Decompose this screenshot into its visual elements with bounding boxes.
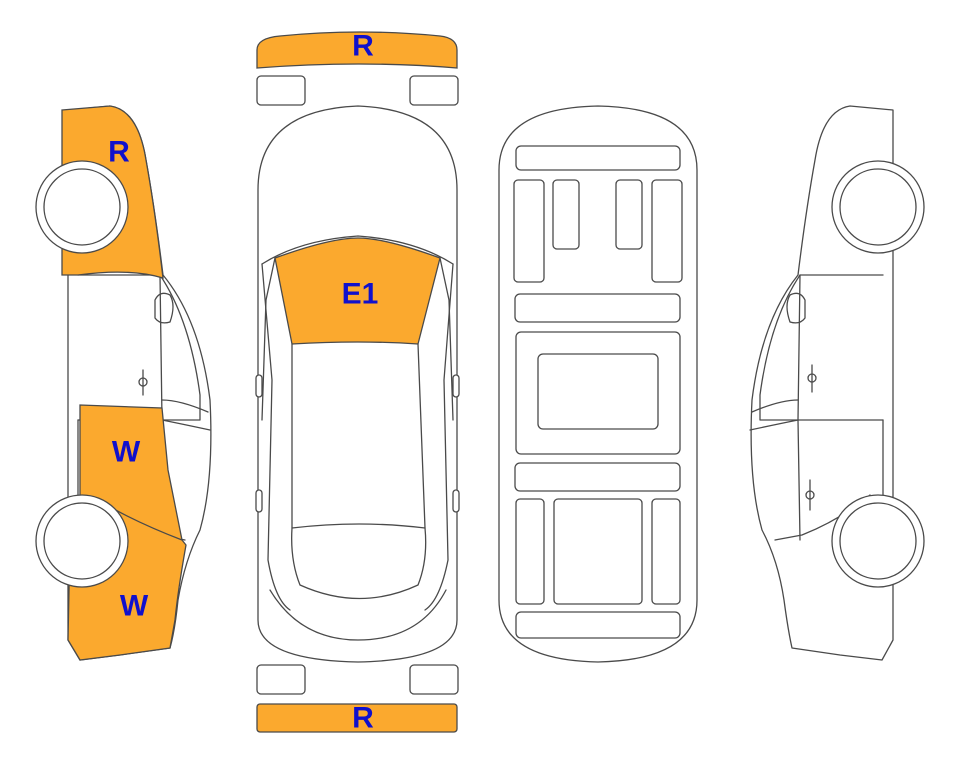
right-rear-wheel [831, 494, 925, 588]
car-top-body [257, 105, 458, 663]
damage-label-front-bumper: R [352, 30, 374, 63]
right-side-view [749, 105, 925, 661]
damage-label-rear-bumper: R [352, 702, 374, 735]
top-view: R E1 R [255, 30, 460, 735]
right-front-door-handle [807, 364, 817, 393]
right-rear-door-handle [805, 479, 815, 511]
damage-label-left-rear-door: W [112, 436, 141, 469]
left-front-door-handle [138, 369, 148, 396]
damage-label-left-front-fender: R [108, 136, 130, 169]
left-front-wheel [35, 160, 129, 254]
left-rear-wheel [35, 494, 129, 588]
left-side-view: R W W [35, 105, 212, 661]
right-front-wheel [831, 160, 925, 254]
damage-label-windshield: E1 [342, 278, 379, 311]
interior-view [498, 105, 698, 663]
damage-rear-bumper [256, 703, 458, 733]
damage-label-left-rear-quarter: W [120, 590, 149, 623]
damage-windshield [274, 237, 441, 345]
damage-front-bumper [256, 31, 458, 69]
